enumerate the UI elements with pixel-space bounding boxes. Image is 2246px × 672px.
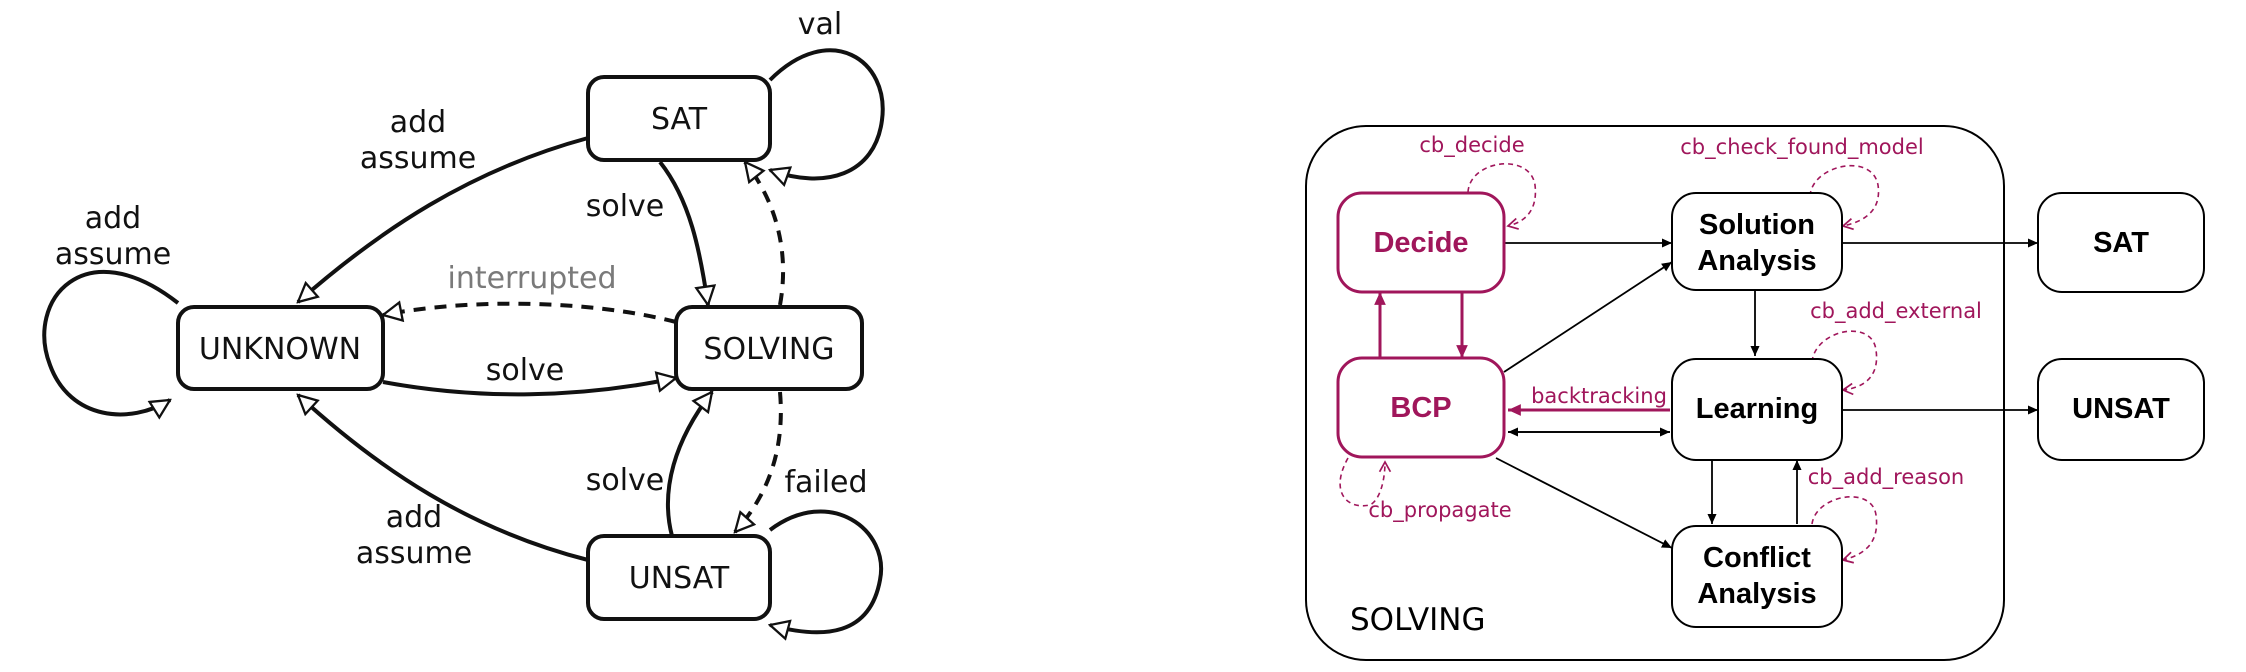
state-unsat: UNSAT [586,534,772,621]
edge-unknown-to-solving [382,378,676,397]
container-label: SOLVING [1350,602,1486,638]
label-unknown-loop-add: add [85,201,141,236]
label-sat-to-solving: solve [586,189,665,224]
edge-bcp-to-solution [1503,261,1673,373]
node-solution-analysis-line1: Solution [1699,209,1815,241]
node-sat: SAT [2037,192,2205,293]
state-sat-label: SAT [651,102,708,137]
node-decide-label: Decide [1373,227,1468,259]
state-unknown: UNKNOWN [176,305,385,391]
node-bcp: BCP [1336,356,1506,459]
state-solving: SOLVING [674,305,864,391]
node-solution-analysis: Solution Analysis [1671,192,1843,291]
node-unsat-label: UNSAT [2072,393,2170,425]
state-solving-label: SOLVING [703,332,834,367]
node-unsat: UNSAT [2037,358,2205,461]
left-state-diagram: SAT UNKNOWN SOLVING UNSAT add assume add… [42,7,885,632]
node-learning-label: Learning [1696,393,1818,425]
label-unknown-loop-assume: assume [55,237,171,272]
label-unsat-to-solving: solve [586,463,665,498]
node-bcp-label: BCP [1390,392,1451,424]
right-solving-diagram: SOLVING [1305,125,2205,661]
loop-cb-add-external [1811,330,1878,396]
label-cb-check-found-model: cb_check_found_model [1680,135,1923,160]
node-decide: Decide [1336,191,1506,294]
node-conflict-analysis-line2: Analysis [1697,578,1816,610]
label-unknown-to-solving: solve [486,353,565,388]
label-unsat-to-unknown-add: add [386,500,442,535]
edge-solving-to-unknown [383,304,677,324]
label-unsat-to-unknown-assume: assume [356,536,472,571]
label-sat-to-unknown-assume: assume [360,141,476,176]
state-sat: SAT [586,75,772,162]
label-unsat-loop: failed [784,465,867,500]
node-learning: Learning [1671,358,1843,461]
state-unknown-label: UNKNOWN [199,332,361,367]
node-sat-label: SAT [2093,227,2149,259]
node-conflict-analysis-line1: Conflict [1703,542,1811,574]
node-solution-analysis-line2: Analysis [1697,245,1816,277]
edge-sat-to-unknown [298,136,589,302]
edge-unsat-to-unknown [298,395,589,562]
state-unsat-label: UNSAT [629,561,730,596]
edge-unsat-loop [770,509,884,632]
edge-sat-loop [770,48,885,178]
edge-unsat-to-solving [665,392,714,537]
label-cb-add-reason: cb_add_reason [1808,465,1964,490]
loop-cb-propagate [1339,457,1392,507]
loop-cb-decide [1467,163,1537,230]
edge-unknown-loop [42,269,180,415]
label-cb-decide: cb_decide [1419,133,1524,158]
node-conflict-analysis: Conflict Analysis [1671,525,1843,628]
label-cb-propagate: cb_propagate [1368,498,1511,523]
label-interrupted: interrupted [447,261,616,296]
edge-sat-to-solving [658,160,708,305]
edge-bcp-to-conflict [1495,457,1673,549]
label-cb-add-external: cb_add_external [1810,299,1982,324]
label-backtracking: backtracking [1531,384,1667,408]
edge-solving-to-unsat [735,391,783,532]
loop-cb-add-reason [1811,496,1878,564]
label-sat-loop: val [798,7,842,42]
label-sat-to-unknown-add: add [390,105,446,140]
edge-solving-to-sat [745,162,786,306]
